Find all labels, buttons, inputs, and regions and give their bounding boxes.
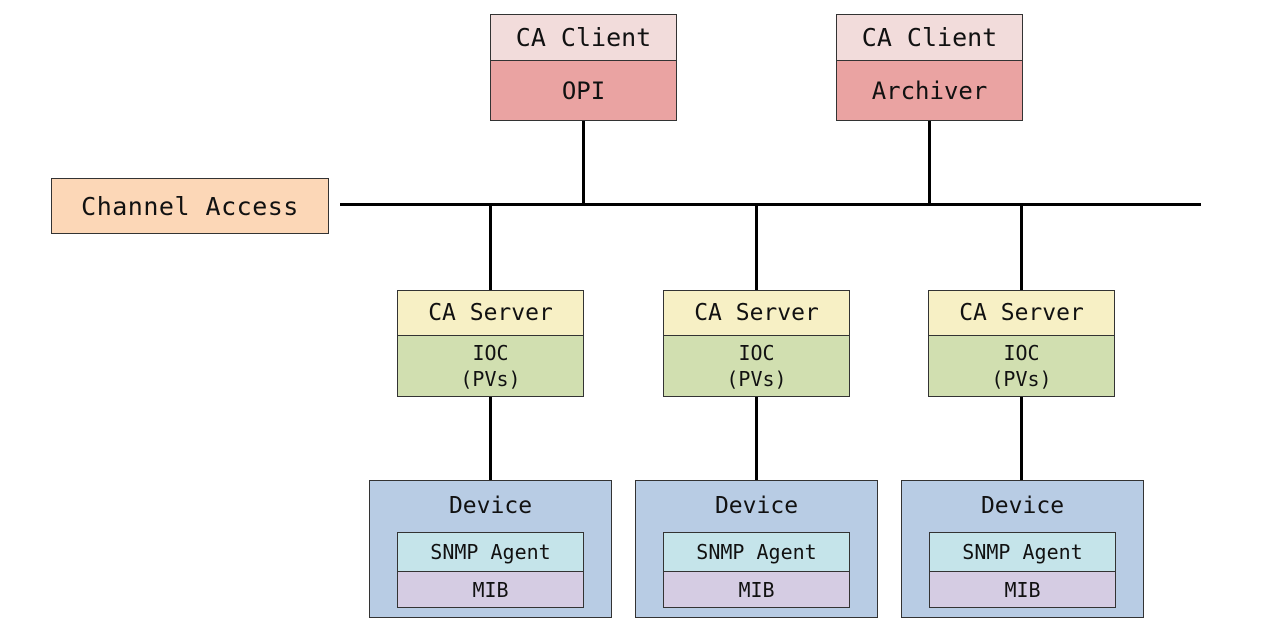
device-3-snmp-agent: SNMP Agent bbox=[929, 532, 1116, 572]
ca-server-1-role: CA Server bbox=[397, 290, 584, 336]
device-2-mib: MIB bbox=[663, 571, 850, 608]
device-1-snmp-agent: SNMP Agent bbox=[397, 532, 584, 572]
ca-client-opi-app: OPI bbox=[490, 60, 677, 121]
ca-client-opi-role: CA Client bbox=[490, 14, 677, 61]
device-3-title: Device bbox=[980, 493, 1065, 519]
server-2-bus-connector bbox=[755, 205, 758, 291]
ca-server-1-ioc: IOC (PVs) bbox=[397, 335, 584, 397]
device-3-mib: MIB bbox=[929, 571, 1116, 608]
channel-access-bus-line bbox=[340, 203, 1201, 206]
ca-client-archiver-app: Archiver bbox=[836, 60, 1023, 121]
server-2-device-connector bbox=[755, 396, 758, 481]
server-1-device-connector bbox=[489, 396, 492, 481]
server-3-bus-connector bbox=[1020, 205, 1023, 291]
server-1-bus-connector bbox=[489, 205, 492, 291]
channel-access-label: Channel Access bbox=[51, 178, 329, 234]
ca-server-2-role: CA Server bbox=[663, 290, 850, 336]
ca-server-3-ioc: IOC (PVs) bbox=[928, 335, 1115, 397]
ca-client-archiver-role: CA Client bbox=[836, 14, 1023, 61]
opi-client-connector bbox=[582, 120, 585, 205]
device-1-mib: MIB bbox=[397, 571, 584, 608]
server-3-device-connector bbox=[1020, 396, 1023, 481]
archiver-client-connector bbox=[928, 120, 931, 205]
ca-server-3-role: CA Server bbox=[928, 290, 1115, 336]
ca-server-2-ioc: IOC (PVs) bbox=[663, 335, 850, 397]
device-2-snmp-agent: SNMP Agent bbox=[663, 532, 850, 572]
device-2-title: Device bbox=[714, 493, 799, 519]
device-1-title: Device bbox=[448, 493, 533, 519]
